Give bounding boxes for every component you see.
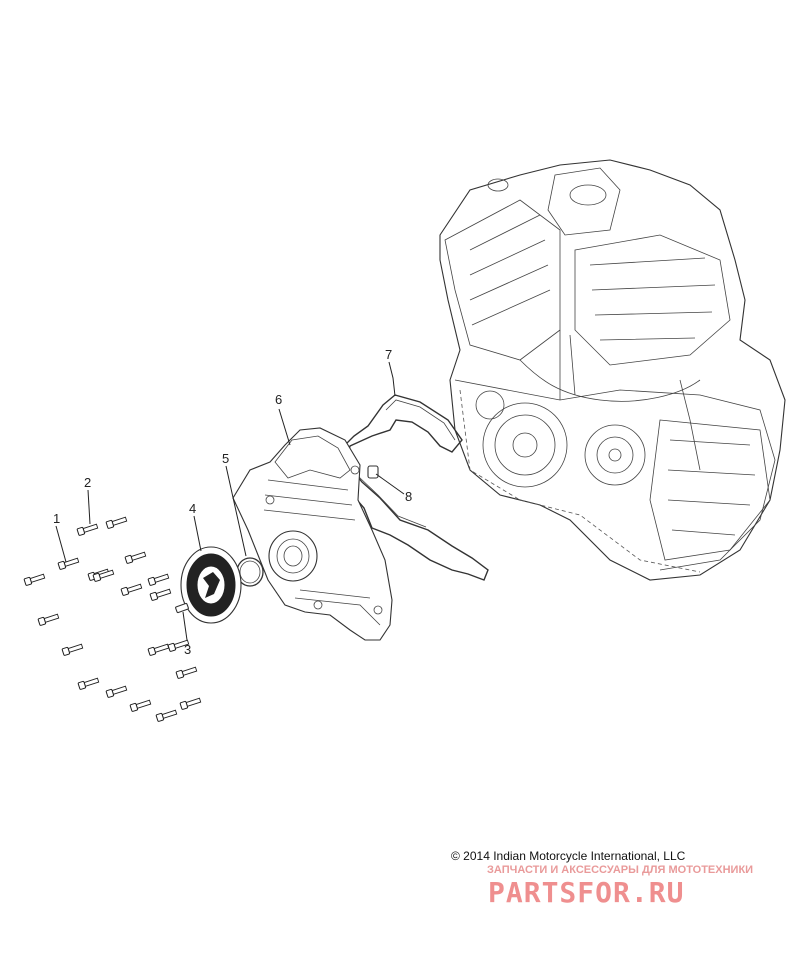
part-4-medallion — [180, 546, 242, 624]
bolt — [175, 666, 198, 679]
bolt — [149, 588, 172, 601]
watermark-logo: PARTSFOR.RU — [488, 876, 685, 909]
bolt — [167, 639, 190, 652]
copyright-notice: © 2014 Indian Motorcycle International, … — [451, 849, 686, 863]
watermark-subtitle: ЗАПЧАСТИ И АКСЕССУАРЫ ДЛЯ МОТОТЕХНИКИ — [487, 864, 754, 876]
bolt — [92, 569, 115, 582]
bolt — [23, 573, 46, 586]
bolt — [124, 551, 147, 564]
leader-lines — [55, 361, 405, 641]
bolt — [77, 677, 100, 690]
bolt — [120, 583, 143, 596]
callout-7: 7 — [385, 347, 392, 362]
callout-2: 2 — [84, 475, 91, 490]
part-8-dowel — [367, 465, 379, 479]
callout-1: 1 — [53, 511, 60, 526]
bolt — [105, 516, 128, 529]
callout-3: 3 — [184, 642, 191, 657]
callout-5: 5 — [222, 451, 229, 466]
bolt — [147, 643, 170, 656]
bolt — [179, 697, 202, 710]
bolt — [129, 699, 152, 712]
bolt — [155, 709, 178, 722]
bolt — [37, 613, 60, 626]
engine-assembly — [439, 159, 786, 581]
bolt — [57, 557, 80, 570]
part-3-screw — [175, 602, 189, 614]
callout-8: 8 — [405, 489, 412, 504]
callout-4: 4 — [189, 501, 196, 516]
bolt — [147, 573, 170, 586]
bolt — [105, 685, 128, 698]
bolt — [61, 643, 84, 656]
bolt-set — [23, 516, 202, 722]
callout-6: 6 — [275, 392, 282, 407]
bolt — [76, 523, 99, 536]
part-6-cover — [232, 427, 393, 641]
